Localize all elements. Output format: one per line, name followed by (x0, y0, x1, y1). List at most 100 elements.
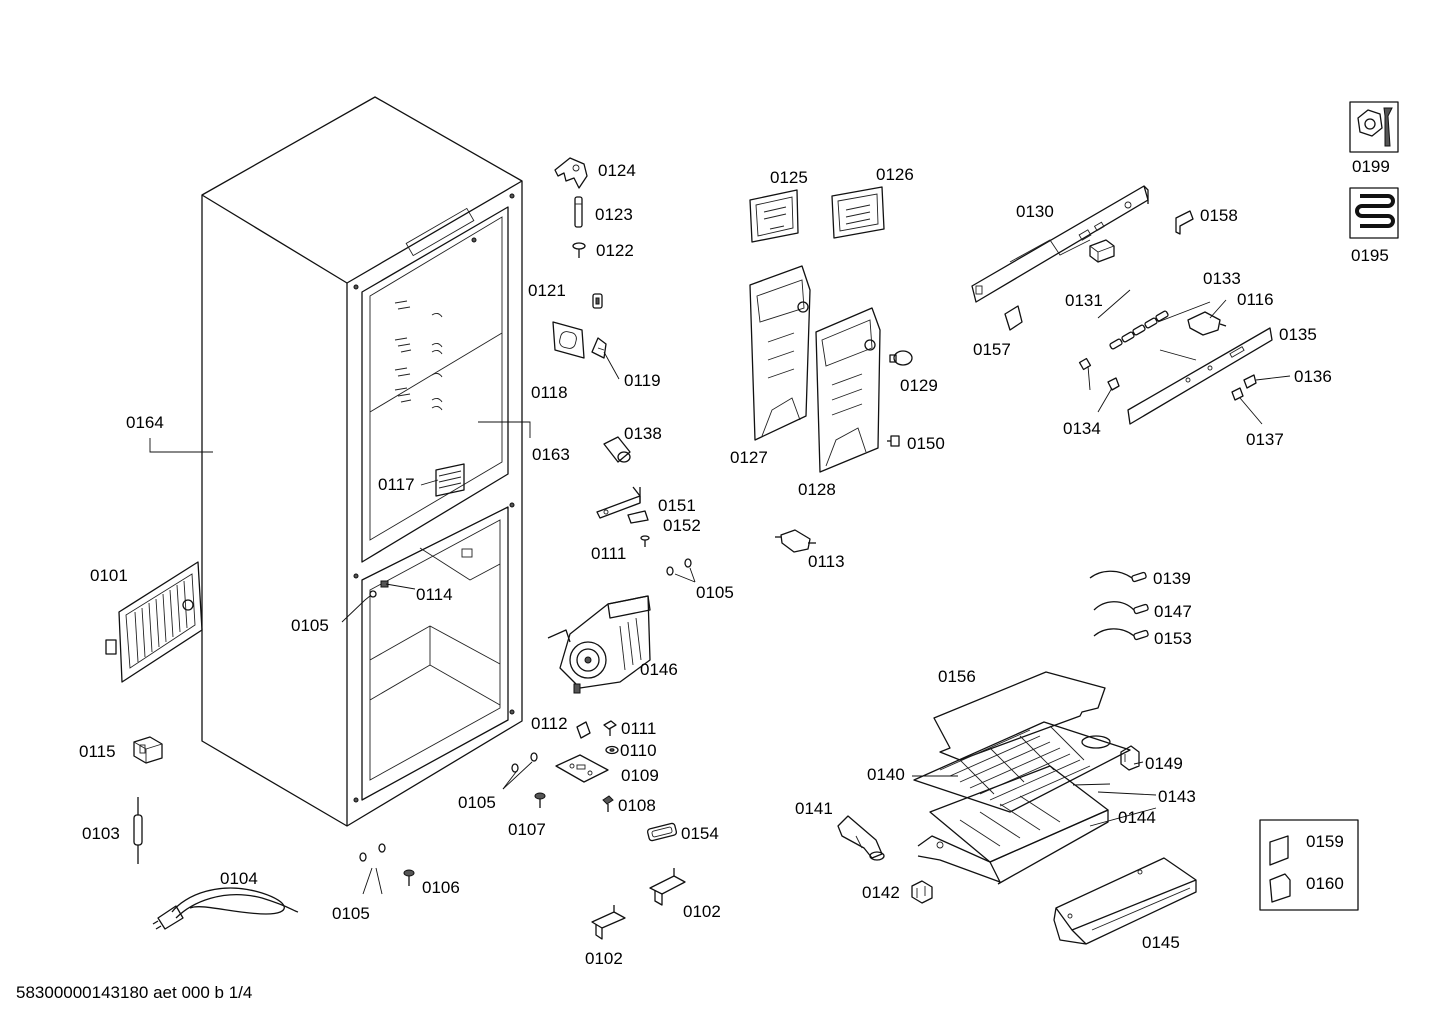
label-0117: 0117 (378, 475, 415, 494)
drain-pipe-0141 (837, 815, 885, 861)
label-0137: 0137 (1246, 430, 1284, 449)
label-0195: 0195 (1351, 246, 1389, 265)
label-0157: 0157 (973, 340, 1011, 359)
bracket-0151 (596, 486, 641, 519)
clip-0137 (1231, 387, 1244, 401)
label-0139: 0139 (1153, 569, 1191, 588)
sensor-0147 (1093, 601, 1149, 615)
label-0140: 0140 (867, 765, 905, 784)
label-0133: 0133 (1203, 269, 1241, 288)
clip-0158 (1175, 210, 1194, 235)
label-0152: 0152 (663, 516, 701, 535)
cover-0118 (552, 321, 585, 359)
label-0143: 0143 (1158, 787, 1196, 806)
connector-0131 (1089, 239, 1115, 263)
label-0125: 0125 (770, 168, 808, 187)
bulb-0138 (603, 436, 631, 463)
label-0127: 0127 (730, 448, 768, 467)
knob-0129 (889, 350, 913, 366)
label-0126: 0126 (876, 165, 914, 184)
label-0101: 0101 (90, 566, 128, 585)
label-0113: 0113 (808, 552, 845, 571)
label-0144: 0144 (1118, 808, 1156, 827)
label-0108: 0108 (618, 796, 656, 815)
label-0111-a: 0111 (591, 544, 626, 563)
thermal-fuse-0103 (133, 797, 143, 864)
label-0135: 0135 (1279, 325, 1317, 344)
service-items-box (1259, 819, 1359, 911)
screw-0107 (534, 792, 546, 808)
o-rings-0105-a (666, 558, 692, 576)
label-0104: 0104 (220, 869, 258, 888)
clip-0149 (1120, 745, 1140, 771)
label-0129: 0129 (900, 376, 938, 395)
switch-0116 (1187, 311, 1227, 336)
label-0122: 0122 (596, 241, 634, 260)
clip-0112 (576, 721, 591, 739)
label-0154: 0154 (681, 824, 719, 843)
label-0145: 0145 (1142, 933, 1180, 952)
label-0121: 0121 (528, 281, 566, 300)
label-0156: 0156 (938, 667, 976, 686)
control-panel-0127 (749, 265, 811, 441)
label-0110: 0110 (620, 741, 657, 760)
label-0105-c: 0105 (696, 583, 734, 602)
label-0107: 0107 (508, 820, 546, 839)
screw-0111-b (603, 720, 617, 736)
label-plate-0125 (749, 189, 799, 243)
label-0199: 0199 (1352, 157, 1390, 176)
switch-0113 (775, 529, 816, 553)
screw-0106 (403, 869, 415, 886)
label-0130: 0130 (1016, 202, 1054, 221)
sensor-0139 (1089, 570, 1147, 583)
label-0131: 0131 (1065, 291, 1103, 310)
part-0134 (1078, 357, 1120, 391)
label-0102-b: 0102 (585, 949, 623, 968)
label-0159 (1269, 835, 1289, 866)
hinge-0124 (554, 157, 588, 189)
cover-0145 (1053, 857, 1197, 945)
label-0153: 0153 (1154, 629, 1192, 648)
gasket-0154 (646, 822, 678, 842)
document-id-footer: 58300000143180 aet 000 b 1/4 (16, 983, 252, 1002)
label-0128: 0128 (798, 480, 836, 499)
refrigerant-coil-icon (1349, 187, 1399, 239)
pushbuttons-0133 (1109, 310, 1169, 350)
label-0134: 0134 (1063, 419, 1101, 438)
o-rings-0105-c (359, 843, 386, 862)
fridge-cabinet (201, 96, 523, 827)
o-rings-0105-b (511, 752, 538, 773)
hinge-0102-a (649, 868, 686, 906)
screw-0111-a (640, 535, 650, 547)
part-0121 (592, 293, 603, 309)
label-0158: 0158 (1200, 206, 1238, 225)
clip-0157 (1004, 305, 1023, 331)
label-0116: 0116 (1237, 290, 1274, 309)
label-0150: 0150 (907, 434, 945, 453)
hinge-pin-0123 (574, 196, 583, 228)
part-labels: 0164 0163 0117 0101 0114 0105 0115 0103 … (79, 157, 1390, 968)
label-0163: 0163 (532, 445, 570, 464)
wrench-and-nut-icon (1349, 101, 1399, 153)
drip-tray-0144 (917, 765, 1109, 885)
label-0141: 0141 (795, 799, 833, 818)
label-0160: 0160 (1306, 874, 1344, 893)
label-0106: 0106 (422, 878, 460, 897)
label-0146: 0146 (640, 660, 678, 679)
screw-0108 (602, 795, 614, 812)
insulation-sheet-0156 (933, 671, 1106, 761)
label-0147: 0147 (1154, 602, 1192, 621)
leader-lines (149, 289, 1291, 895)
label-0115: 0115 (79, 742, 116, 761)
label-0118: 0118 (531, 383, 568, 402)
label-plate-0126 (831, 186, 885, 239)
hinge-0102-b (591, 905, 626, 940)
label-0111-b: 0111 (621, 719, 656, 738)
label-0105-a: 0105 (291, 616, 329, 635)
label-0149: 0149 (1145, 754, 1183, 773)
lamp-holder-0119 (591, 337, 607, 359)
control-housing-0130 (971, 185, 1149, 303)
screw-0122 (572, 242, 586, 258)
clip-0142 (911, 880, 933, 904)
clip-0152 (627, 510, 649, 524)
